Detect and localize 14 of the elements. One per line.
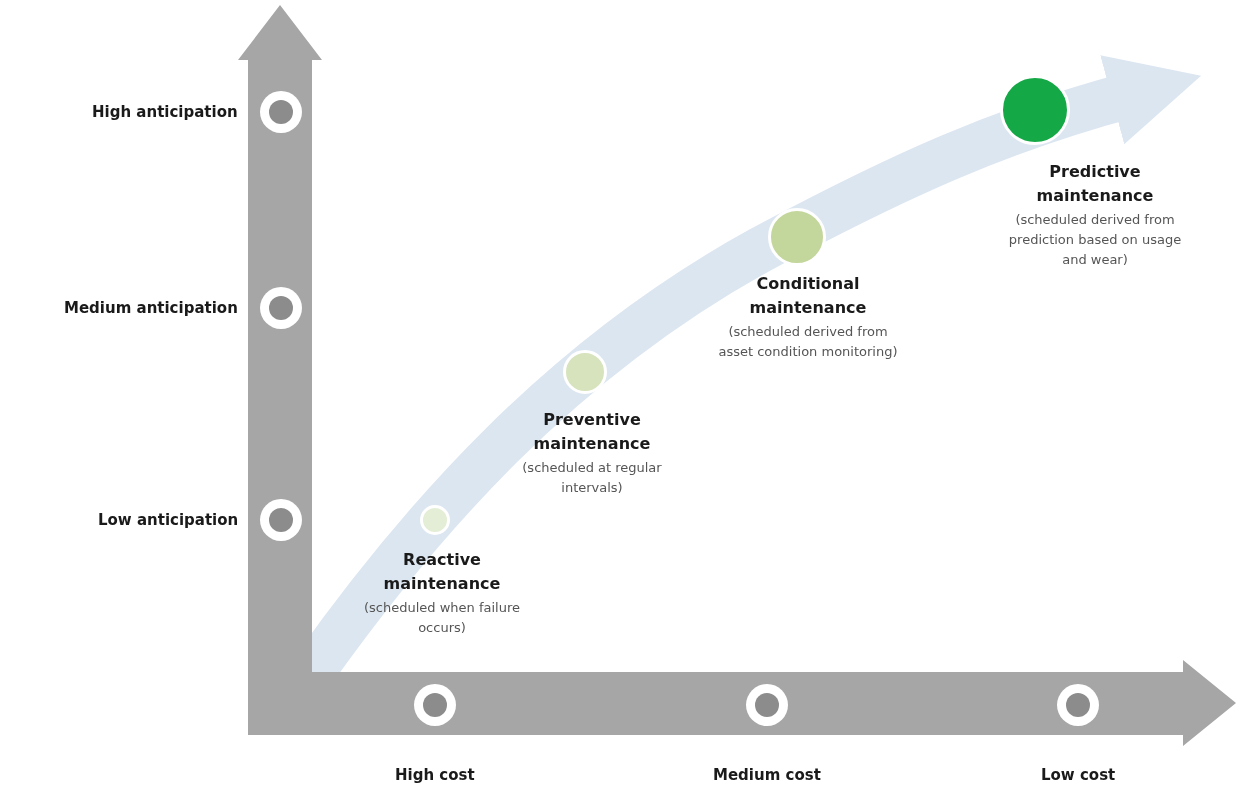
stage-title: Preventive maintenance: [532, 409, 652, 455]
axis-label: Low anticipation: [98, 511, 239, 529]
stage-description: (scheduled when failure occurs): [363, 599, 521, 637]
stage-description: (scheduled derived from prediction based on usage and wear): [1007, 211, 1183, 269]
axis-label: High anticipation: [92, 103, 238, 121]
axis-label: High cost: [395, 766, 475, 784]
stage-description: (scheduled derived from asset condition monitoring): [718, 323, 898, 361]
stage-title: Reactive maintenance: [382, 549, 502, 595]
axis-label: Medium cost: [713, 766, 821, 784]
axis-label: Low cost: [1041, 766, 1116, 784]
stage-title: Predictive maintenance: [1035, 161, 1155, 207]
stage-title: Conditional maintenance: [748, 273, 868, 319]
stage-description: (scheduled at regular intervals): [521, 459, 663, 497]
axis-label: Medium anticipation: [64, 299, 238, 317]
